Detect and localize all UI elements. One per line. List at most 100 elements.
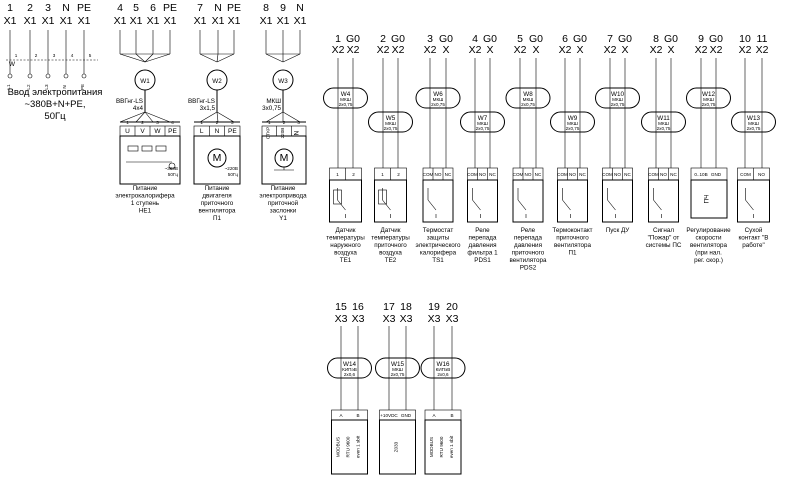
terminal-number: 18 [400, 301, 412, 313]
device-pin: NO [569, 172, 576, 177]
terminal-circle [45, 73, 51, 79]
caption-line: приточной [268, 199, 299, 207]
terminal-number: 3 [45, 2, 51, 14]
terminal-block-label: X1 [4, 15, 17, 27]
device-pin: COM [423, 172, 434, 177]
caption-line: приточного [374, 242, 407, 249]
converge-wire [282, 53, 301, 63]
terminal-number: 7 [607, 33, 613, 45]
cable-oval [460, 111, 505, 133]
conductor-label: L2 [26, 84, 31, 90]
cable-type: МКШ [748, 121, 759, 126]
terminal-block-label: X [486, 44, 493, 56]
terminal-circle [81, 73, 87, 79]
terminal-block-label: X [621, 44, 628, 56]
fanout-wire [144, 111, 171, 123]
caption-line: Реле [521, 227, 536, 234]
device-note: 50Гц [168, 172, 179, 177]
sensor-element [378, 189, 387, 205]
terminal-block-label: X3 [428, 313, 441, 325]
cable-oval [375, 357, 420, 379]
terminal-number: 17 [383, 301, 395, 313]
device-pin-number: 2 [283, 120, 286, 125]
caption-line: ~380В+N+PE, [24, 99, 85, 110]
device-pin: NO [525, 172, 532, 177]
caption-line: Ввод электропитания [8, 87, 103, 98]
device-body [331, 419, 368, 475]
heater-element [127, 145, 139, 152]
device-body [737, 179, 770, 223]
caption-line: приточного [512, 250, 545, 257]
terminal-number: N [214, 2, 222, 14]
fanout-wire [199, 111, 218, 123]
device-pin: NC [445, 172, 452, 177]
cable-type: КИПэВ [436, 367, 451, 372]
terminal-number: G0 [346, 33, 360, 45]
terminal-number: G0 [709, 33, 723, 45]
device-pin-number: 1 [200, 120, 203, 125]
caption-line: Термоконтакт [552, 227, 592, 234]
caption-line: Реле [475, 227, 490, 234]
cable-id: W3 [278, 78, 288, 85]
device-pin: COM [648, 172, 659, 177]
device-pin: 2 [352, 172, 355, 177]
cable-oval [327, 357, 372, 379]
cable-type: ВВГнг-LS [116, 98, 143, 105]
caption-line: TE2 [385, 257, 397, 264]
device-label: ПЧ [704, 194, 711, 203]
cable-type: МКШ [703, 97, 714, 102]
terminal-number: 11 [757, 33, 768, 45]
terminal-block-label: X1 [24, 15, 37, 27]
terminal-block-label: X2 [424, 44, 437, 56]
device-pin: COM [602, 172, 613, 177]
cable-id: W14 [343, 361, 356, 368]
converge-wire [265, 53, 284, 63]
device-note: ~380В [165, 166, 178, 171]
cable-type: МКШ [266, 98, 281, 105]
cable-oval [505, 87, 551, 109]
terminal-number: 19 [428, 301, 440, 313]
terminal-number: 7 [197, 2, 203, 14]
cable-oval [420, 357, 466, 379]
caption-line: системы ПС [646, 242, 682, 249]
cable-id: W6 [433, 91, 443, 98]
device-body [329, 179, 362, 223]
device-pin: B [450, 413, 453, 418]
cable-size: 2х0,75 [384, 126, 398, 131]
fanout-wire [144, 111, 154, 123]
caption-line: PDS1 [474, 257, 491, 264]
device-body [422, 179, 454, 223]
terminal-block-label: X1 [42, 15, 55, 27]
device-pin-number: 1 [126, 120, 129, 125]
terminal-number: G0 [618, 33, 632, 45]
contact-blade [653, 199, 662, 211]
terminal-number: 9 [698, 33, 704, 45]
terminal-block-label: X2 [695, 44, 708, 56]
fanout-wire [119, 111, 146, 123]
device-pin-number: 4 [171, 120, 174, 125]
caption-line: 1 ступень [131, 200, 160, 207]
device-pin: NC [535, 172, 542, 177]
device-text: even 1 sbit [449, 435, 454, 458]
device-body [261, 135, 307, 185]
device-text: RTU 9600 [439, 436, 444, 457]
device-body [602, 179, 633, 223]
caption-line: давления [514, 242, 542, 249]
cable-id: W8 [523, 91, 533, 98]
terminal-block-label: X3 [352, 313, 365, 325]
fanout-wire [216, 111, 219, 123]
cable-size: 2х0,75 [339, 102, 353, 107]
contact-blade [745, 199, 754, 211]
